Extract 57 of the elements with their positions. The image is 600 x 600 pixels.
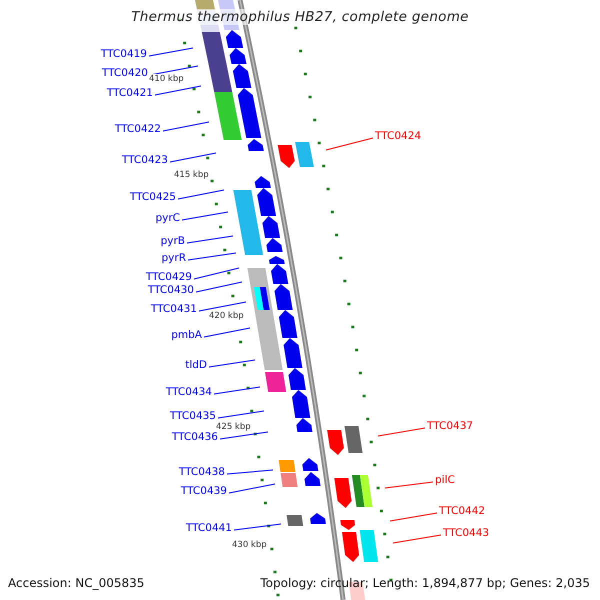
gene-label: TTC0438: [178, 466, 225, 479]
leader-line: [378, 428, 426, 436]
leader-line: [204, 328, 250, 338]
leader-line: [170, 152, 216, 162]
leader-line: [188, 252, 236, 260]
gene-label: TTC0442: [439, 505, 486, 518]
leader-line: [154, 86, 202, 96]
title: Thermus thermophilus HB27, complete genome: [131, 9, 469, 25]
leader-line: [392, 534, 442, 544]
position-label: 415 kbp: [173, 170, 210, 180]
gene-label: TTC0423: [122, 154, 168, 167]
position-label: 430 kbp: [231, 540, 268, 550]
gene-label: TTC0424: [375, 130, 422, 143]
leader-line: [148, 48, 194, 56]
leader-line: [198, 302, 246, 312]
gene-label: TTC0439: [180, 485, 227, 498]
gene-label: pmbA: [171, 329, 202, 342]
leader-line: [218, 410, 264, 418]
gene-label: pyrC: [155, 212, 180, 225]
leader-line: [326, 138, 374, 150]
position-label: 410 kbp: [148, 74, 185, 84]
gene-label: TTC0421: [106, 87, 153, 100]
leader-line: [234, 524, 282, 530]
leader-line: [182, 212, 228, 220]
position-label: 425 kbp: [215, 422, 252, 432]
leader-line: [162, 122, 210, 132]
gene-label: TTC0429: [146, 271, 192, 284]
leader-line: [178, 190, 224, 200]
leader-line: [384, 482, 434, 488]
genome-stats-text: Topology: circular; Length: 1,894,877 bp; Genes: 2,035: [260, 576, 590, 590]
leader-line: [214, 386, 260, 394]
leader-line: [228, 484, 276, 494]
gene-label: TTC0435: [170, 410, 216, 423]
gene-label: TTC0441: [186, 522, 232, 535]
leader-line: [208, 360, 256, 368]
gene-label: TTC0431: [150, 303, 197, 316]
gene-label: TTC0443: [443, 527, 490, 540]
accession-text: Accession: NC_005835: [8, 576, 144, 590]
leader-line: [390, 512, 438, 522]
gene-label: TTC0430: [148, 284, 194, 297]
leader-line: [226, 470, 274, 474]
gene-label: pilC: [435, 474, 455, 487]
leader-line: [194, 268, 240, 280]
gene-label: TTC0425: [130, 191, 176, 204]
leader-line: [186, 236, 234, 244]
gene-label: TTC0419: [100, 48, 147, 61]
gene-label: TTC0434: [166, 386, 212, 399]
gene-label: TTC0437: [427, 420, 474, 433]
leader-line: [220, 432, 268, 440]
gene-label: TTC0422: [114, 123, 161, 136]
gene-label: pyrR: [162, 252, 186, 265]
gene-label: tldD: [185, 359, 207, 372]
leader-line: [196, 282, 242, 292]
gene-label: TTC0420: [102, 67, 148, 80]
position-label: 420 kbp: [208, 311, 245, 321]
gene-label: pyrB: [160, 235, 185, 248]
gene-label: TTC0436: [172, 431, 218, 444]
